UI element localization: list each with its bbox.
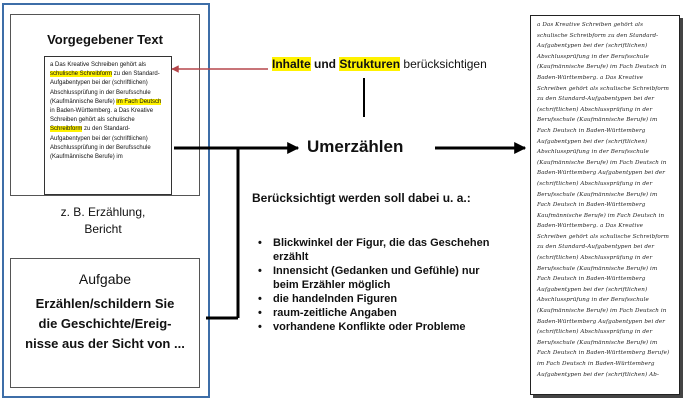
excerpt-highlight: Schreibform xyxy=(50,126,83,133)
content-structure-label: Inhalte und Strukturen berücksichtigen xyxy=(272,57,487,71)
label-connector: und xyxy=(314,57,337,71)
task-title: Aufgabe xyxy=(78,271,132,287)
list-item: Innensicht (Gedanken und Gefühle) nur be… xyxy=(258,264,498,292)
retelling-label: Umerzählen xyxy=(307,137,404,156)
list-item: raum-zeitliche Angaben xyxy=(258,306,498,320)
caption-line: z. B. Erzählung, xyxy=(60,205,146,219)
excerpt-part: a Das Kreative Schreiben gehört als xyxy=(50,62,147,68)
task-body: Erzählen/schildern Sie die Geschichte/Er… xyxy=(11,294,199,354)
given-text-excerpt: a Das Kreative Schreiben gehört als schu… xyxy=(44,56,172,195)
task-line: Erzählen/schildern Sie xyxy=(35,296,175,311)
excerpt-highlight: schulische Schreibform xyxy=(50,71,113,78)
task-line: nisse aus der Sicht von ... xyxy=(25,336,185,351)
list-item: vorhandene Konflikte oder Probleme xyxy=(258,320,498,334)
excerpt-part: zu den Standard-Aufgabentypen bei der (s… xyxy=(50,71,160,105)
excerpt-part: zu den Standard-Aufgabentypen bei der (s… xyxy=(50,126,151,161)
given-text-box: Vorgegebener Text a Das Kreative Schreib… xyxy=(10,14,200,196)
excerpt-part: in Baden-Württemberg. a Das Kreative Sch… xyxy=(50,108,154,124)
consider-list: Blickwinkel der Figur, die das Geschehen… xyxy=(258,236,498,334)
caption-line: Bericht xyxy=(84,222,122,236)
label-highlight: Inhalte xyxy=(272,57,311,71)
label-highlight: Strukturen xyxy=(339,57,401,71)
excerpt-highlight: im Fach Deutsch xyxy=(116,98,162,105)
given-text-title: Vorgegebener Text xyxy=(47,32,163,47)
list-item: Blickwinkel der Figur, die das Geschehen… xyxy=(258,236,498,264)
consider-heading: Berücksichtigt werden soll dabei u. a.: xyxy=(252,191,471,205)
list-item: die handelnden Figuren xyxy=(258,292,498,306)
task-box: Aufgabe Erzählen/schildern Sie die Gesch… xyxy=(10,258,200,388)
result-text-page: a Das Kreative Schreiben gehört als schu… xyxy=(530,15,680,395)
task-line: die Geschichte/Ereig- xyxy=(38,316,172,331)
label-rest: berücksichtigen xyxy=(403,57,487,71)
text-type-caption: z. B. Erzählung, Bericht xyxy=(0,204,206,238)
